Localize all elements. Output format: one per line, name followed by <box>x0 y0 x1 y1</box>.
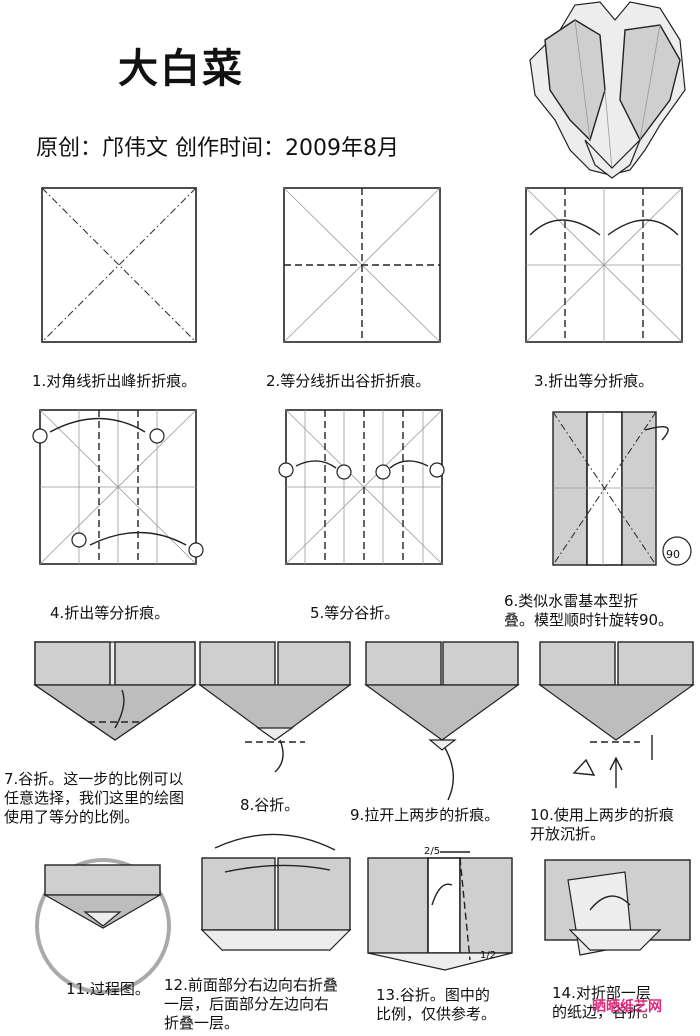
step-11-diagram <box>35 858 171 994</box>
step-8-diagram <box>198 641 352 773</box>
page-title: 大白菜 <box>118 46 244 92</box>
step-2-diagram <box>283 187 441 343</box>
rotate-90-label: 90 <box>666 548 680 561</box>
step-7-diagram <box>33 641 197 741</box>
step-12-caption: 12.前面部分右边向右折叠 一层，后面部分左边向右 折叠一层。 <box>164 976 338 1032</box>
step-9-diagram <box>364 641 520 801</box>
finished-model-illustration <box>529 1 686 179</box>
step-10-diagram <box>538 641 695 788</box>
step-13-diagram <box>367 851 513 971</box>
step-3-diagram <box>525 187 683 343</box>
step-6-diagram <box>552 411 692 566</box>
step-14-caption: 14.对折部一层 的纸边，谷折。 <box>552 984 658 1021</box>
step-4-diagram <box>32 409 204 565</box>
step-9-caption: 9.拉开上两步的折痕。 <box>350 806 500 824</box>
step-14-diagram <box>544 859 691 956</box>
ratio-side-label: 1/2 <box>480 950 497 961</box>
step-12-diagram <box>200 833 352 951</box>
step-2-caption: 2.等分线折出谷折折痕。 <box>266 372 431 390</box>
step-11-caption: 11.过程图。 <box>66 980 150 998</box>
step-1-caption: 1.对角线折出峰折折痕。 <box>32 372 197 390</box>
step-6-caption: 6.类似水雷基本型折 叠。模型顺时针旋转90。 <box>504 592 674 629</box>
step-5-diagram <box>278 409 445 565</box>
site-watermark: 晒晒纸艺网 <box>592 999 662 1015</box>
step-7-caption: 7.谷折。这一步的比例可以 任意选择，我们这里的绘图 使用了等分的比例。 <box>4 770 185 826</box>
step-13-caption: 13.谷折。图中的 比例，仅供参考。 <box>376 986 497 1023</box>
step-1-diagram <box>41 187 197 343</box>
ratio-top-label: 2/5 <box>424 846 441 857</box>
step-3-caption: 3.折出等分折痕。 <box>534 372 654 390</box>
step-4-caption: 4.折出等分折痕。 <box>50 604 170 622</box>
author-line: 原创：邝伟文 创作时间：2009年8月 <box>36 136 399 161</box>
step-10-caption: 10.使用上两步的折痕 开放沉折。 <box>530 806 674 843</box>
step-5-caption: 5.等分谷折。 <box>310 604 400 622</box>
step-8-caption: 8.谷折。 <box>240 796 300 814</box>
